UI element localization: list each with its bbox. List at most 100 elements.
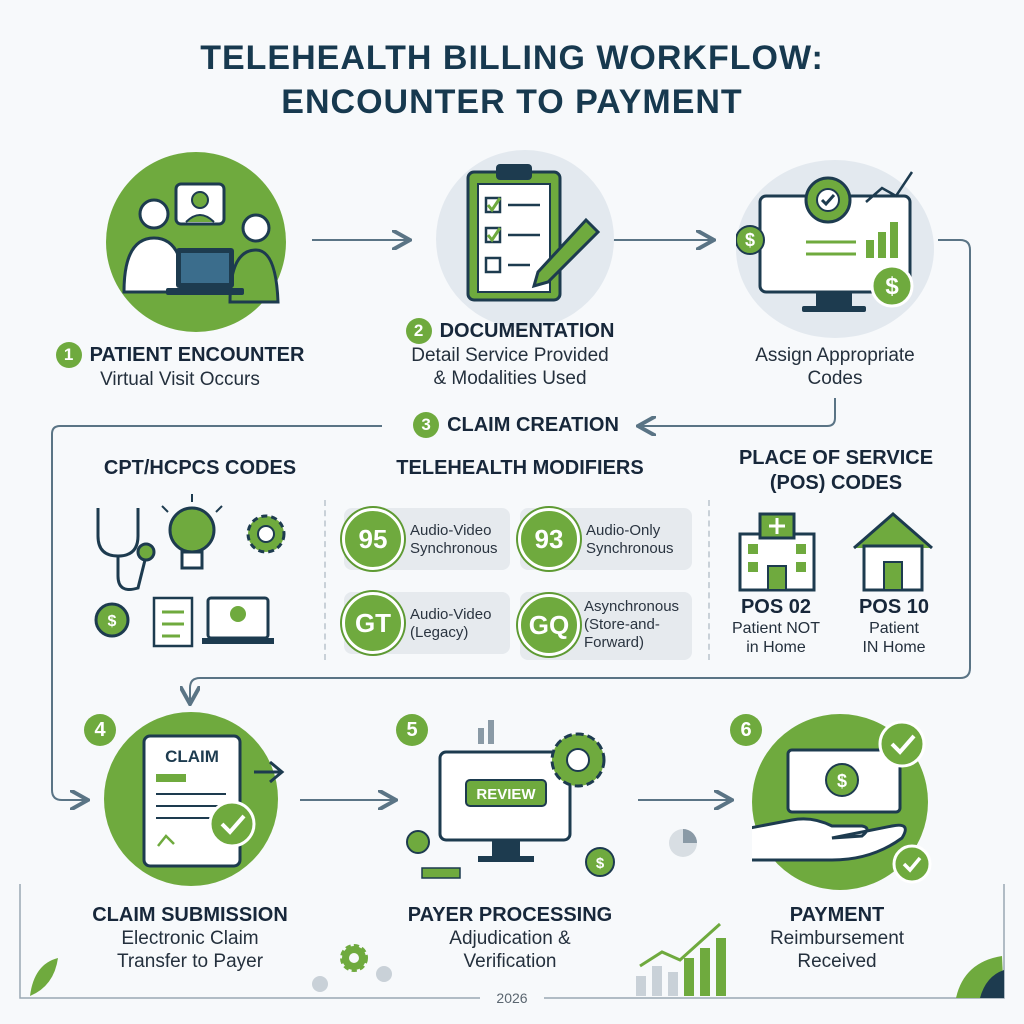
step-6-label: PAYMENT Reimbursement Received — [712, 904, 962, 973]
modifier-93-desc: Audio-Only Synchronous — [586, 522, 674, 558]
step-1-badge: 1 — [55, 342, 82, 368]
svg-text:$: $ — [745, 230, 755, 250]
pos-02-line-2: in Home — [746, 639, 806, 656]
modifier-95-line-2: Synchronous — [410, 540, 498, 557]
pos-10: POS 10 Patient IN Home — [838, 596, 950, 657]
step-6-badge: 6 — [730, 714, 762, 746]
modifier-gq-line-1: Asynchronous — [584, 598, 680, 615]
page-title: TELEHEALTH BILLING WORKFLOW: ENCOUNTER T… — [0, 36, 1024, 124]
step-2-label: 2 DOCUMENTATION Detail Service Provided … — [360, 318, 660, 390]
step-6-sub-1: Reimbursement — [769, 928, 905, 949]
step-1-label: 1 PATIENT ENCOUNTER Virtual Visit Occurs — [40, 342, 320, 391]
footer-growth-chart — [636, 922, 726, 996]
payment-illustration: $ — [748, 714, 932, 890]
step-1-sub: Virtual Visit Occurs — [100, 369, 260, 390]
claim-submission-illustration: CLAIM — [104, 712, 285, 886]
step-5-badge: 5 — [396, 714, 428, 746]
svg-text:$: $ — [885, 273, 899, 300]
step-4-badge: 4 — [84, 714, 116, 746]
step-5-sub-2: Verification — [463, 951, 557, 972]
stethoscope-icon — [96, 508, 156, 591]
title-line-1: TELEHEALTH BILLING WORKFLOW: — [200, 39, 824, 77]
step-5-heading: PAYER PROCESSING — [407, 904, 613, 926]
pos-02-line-1: Patient NOT — [731, 620, 821, 637]
step-2-sub-1: Detail Service Provided — [411, 345, 609, 366]
hospital-icon — [738, 512, 816, 592]
lightbulb-icon — [161, 494, 223, 570]
monitor-icon: $ $ — [735, 171, 914, 312]
checkmark-icon — [878, 720, 932, 884]
laptop-icon — [202, 596, 274, 644]
dollar-icon: $ $ — [735, 225, 914, 308]
laptop-icon — [166, 248, 244, 295]
clipboard-icon — [466, 164, 601, 302]
modifier-gq-desc: Asynchronous (Store-and- Forward) — [584, 598, 679, 652]
modifier-93-line-2: Synchronous — [586, 540, 674, 557]
checkmark-icon — [208, 800, 256, 848]
arrow-codes-to-claim — [640, 398, 836, 426]
dollar-icon: $ — [406, 830, 615, 877]
documentation-illustration — [436, 150, 614, 328]
modifier-93: 93 Audio-Only Synchronous — [518, 508, 692, 570]
step-6-heading: PAYMENT — [789, 904, 885, 926]
modifier-gq: GQ Asynchronous (Store-and- Forward) — [518, 592, 692, 660]
cpt-icons: $ — [94, 494, 286, 648]
modifier-93-line-1: Audio-Only — [586, 522, 661, 539]
pencil-icon — [531, 217, 601, 289]
modifier-gt-line-1: Audio-Video — [410, 606, 492, 623]
modifier-93-code: 93 — [518, 508, 580, 570]
bar-chart-icon — [478, 720, 494, 744]
pos-heading-line-2: (POS) CODES — [769, 472, 903, 494]
arrow-right-to-submission — [190, 239, 971, 702]
step-5-sub-1: Adjudication & — [449, 928, 571, 949]
modifier-gq-line-2: (Store-and- — [584, 616, 660, 633]
step-3-badge: 3 — [413, 412, 440, 438]
gear-icon — [550, 732, 606, 788]
payer-processing-illustration: REVIEW $ — [406, 720, 615, 879]
modifier-95-desc: Audio-Video Synchronous — [410, 522, 498, 558]
modifier-gq-code: GQ — [518, 594, 580, 656]
step-2-heading: DOCUMENTATION — [439, 319, 615, 342]
step-3-label: 3 CLAIM CREATION — [386, 412, 646, 438]
hand-icon — [748, 817, 907, 862]
step-4-sub-1: Electronic Claim — [121, 928, 259, 949]
footer-bracket — [19, 884, 1005, 999]
document-icon — [152, 596, 194, 648]
pos-10-code: POS 10 — [858, 596, 930, 618]
step-5-label: PAYER PROCESSING Adjudication & Verifica… — [380, 904, 640, 973]
coding-sub-2: Codes — [807, 368, 863, 389]
review-label: REVIEW — [476, 786, 536, 803]
gear-icon — [246, 514, 286, 554]
svg-text:$: $ — [108, 613, 117, 630]
step-2-sub-2: & Modalities Used — [433, 368, 587, 389]
cpt-heading: CPT/HCPCS CODES — [103, 457, 297, 479]
step-2-badge: 2 — [405, 318, 432, 344]
modifiers-heading: TELEHEALTH MODIFIERS — [396, 457, 644, 479]
svg-text:$: $ — [837, 771, 847, 791]
pos-10-line-1: Patient — [869, 620, 919, 637]
modifier-95-line-1: Audio-Video — [410, 522, 492, 539]
pie-icon — [669, 829, 697, 857]
step-4-label: CLAIM SUBMISSION Electronic Claim Transf… — [60, 904, 320, 973]
divider-left — [324, 500, 326, 660]
coding-label: Assign Appropriate Codes — [710, 344, 960, 390]
pos-02: POS 02 Patient NOT in Home — [720, 596, 832, 657]
claim-doc-label: CLAIM — [165, 747, 219, 766]
modifier-gq-line-3: Forward) — [584, 634, 645, 651]
pos-heading-line-1: PLACE OF SERVICE — [738, 447, 934, 469]
dollar-icon: $ — [94, 602, 130, 638]
footer-year: 2026 — [496, 990, 528, 1006]
patient-encounter-illustration — [106, 152, 286, 332]
claim-document-icon: CLAIM — [142, 734, 285, 868]
cash-icon: $ — [748, 720, 932, 884]
step-1-heading: PATIENT ENCOUNTER — [89, 343, 305, 366]
step-4-sub-2: Transfer to Payer — [116, 951, 264, 972]
modifier-95: 95 Audio-Video Synchronous — [342, 508, 510, 570]
modifier-gt-code: GT — [342, 592, 404, 654]
pos-heading: PLACE OF SERVICE (POS) CODES — [716, 446, 956, 496]
step-6-sub-2: Received — [797, 951, 877, 972]
step-3-heading: CLAIM CREATION — [447, 413, 619, 436]
divider-right — [708, 500, 710, 660]
svg-text:$: $ — [596, 855, 605, 872]
title-line-2: ENCOUNTER TO PAYMENT — [281, 83, 743, 121]
